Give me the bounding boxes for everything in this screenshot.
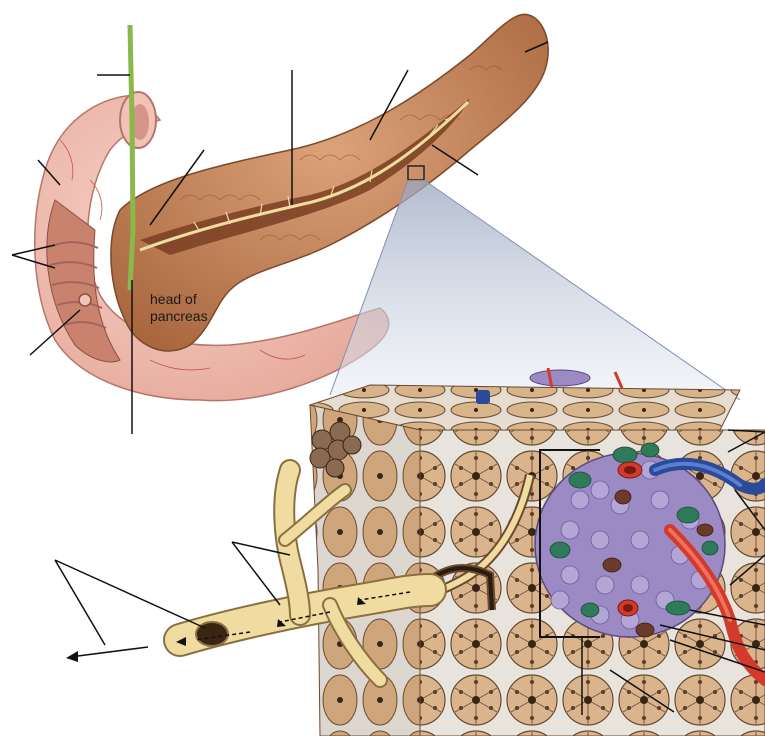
alpha-cell (581, 603, 599, 617)
delta-cell (636, 623, 654, 637)
alpha-cell (641, 443, 659, 457)
magnification-cone (330, 180, 740, 400)
alpha-cell (613, 447, 637, 463)
delta-cell (697, 524, 713, 536)
delta-cell (615, 490, 631, 504)
alpha-cell (677, 507, 699, 523)
alpha-cell (702, 541, 718, 555)
head-of-pancreas-label-line2: pancreas (150, 308, 240, 325)
alpha-cell (569, 472, 591, 488)
delta-cell (603, 558, 621, 572)
head-of-pancreas-label-line1: head of (150, 291, 240, 308)
head-of-pancreas-label: head of pancreas (150, 291, 240, 325)
alpha-cell (666, 601, 690, 615)
common-bile-duct (130, 25, 133, 290)
alpha-cell (550, 542, 570, 558)
